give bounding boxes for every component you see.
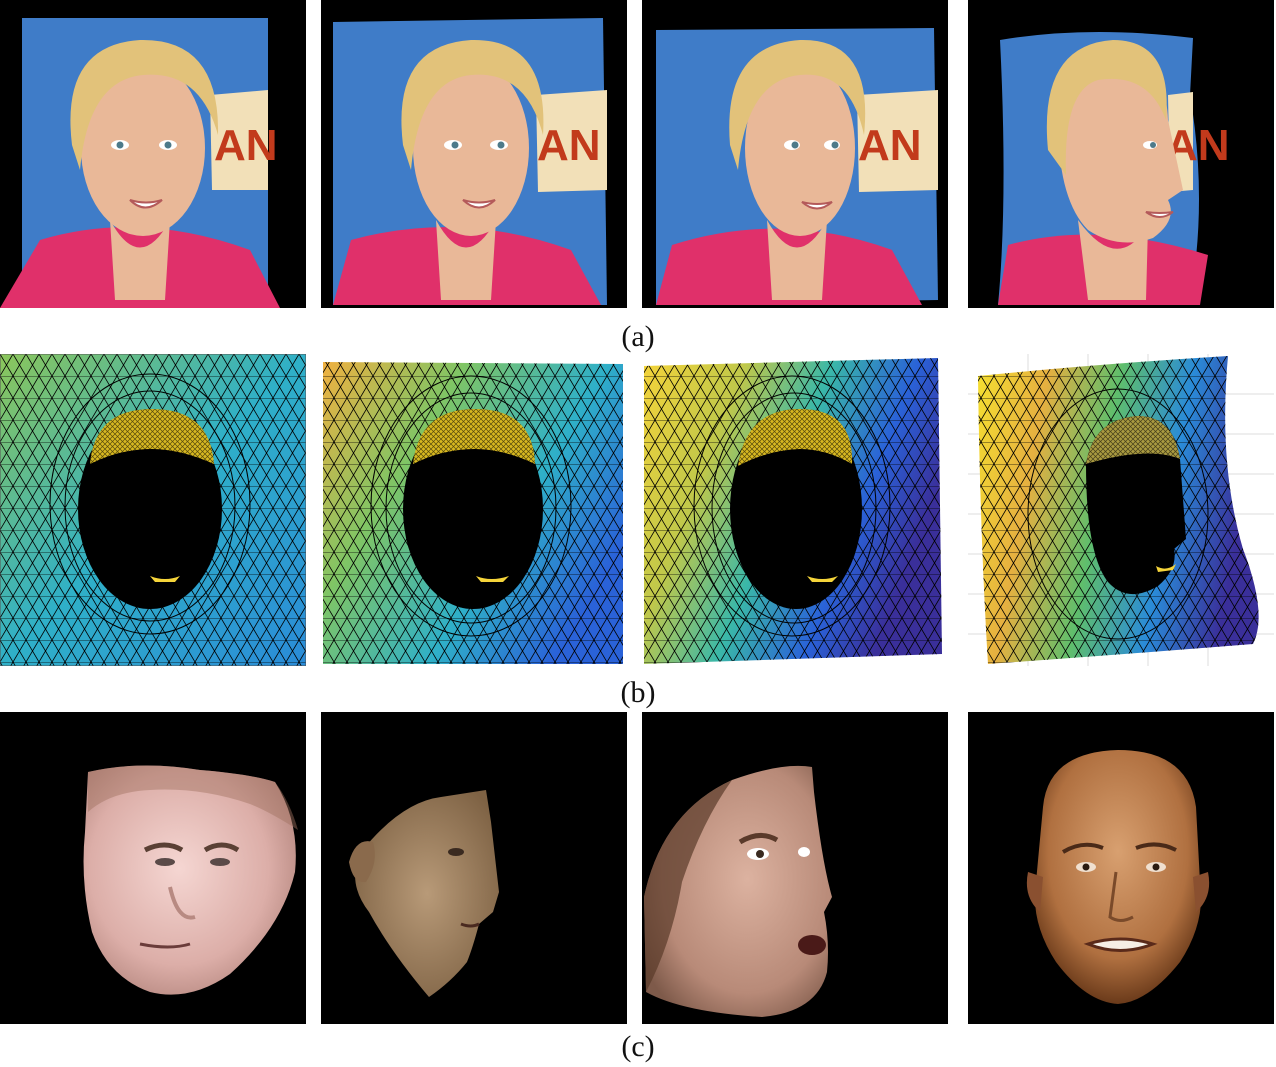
- banner-text: AN: [214, 121, 278, 170]
- mesh-rotated-1: [321, 354, 627, 666]
- caption-c: (c): [621, 1030, 655, 1063]
- face-render-1: [0, 712, 306, 1024]
- mesh-profile: [968, 354, 1274, 666]
- caption-a: (a): [621, 320, 655, 353]
- photo-frontal: AN: [0, 0, 306, 308]
- banner-text: AN: [537, 121, 601, 170]
- caption-b: (b): [620, 676, 656, 709]
- banner-text: AN: [858, 121, 922, 170]
- face-render-2: [321, 712, 627, 1024]
- mesh-frontal: [0, 354, 306, 666]
- photo-rotated-2: AN: [642, 0, 948, 308]
- face-render-3: [642, 712, 948, 1024]
- mesh-rotated-2: [642, 354, 948, 666]
- photo-profile: AN: [968, 0, 1274, 308]
- photo-rotated-1: AN: [321, 0, 627, 308]
- face-render-4: [968, 712, 1274, 1024]
